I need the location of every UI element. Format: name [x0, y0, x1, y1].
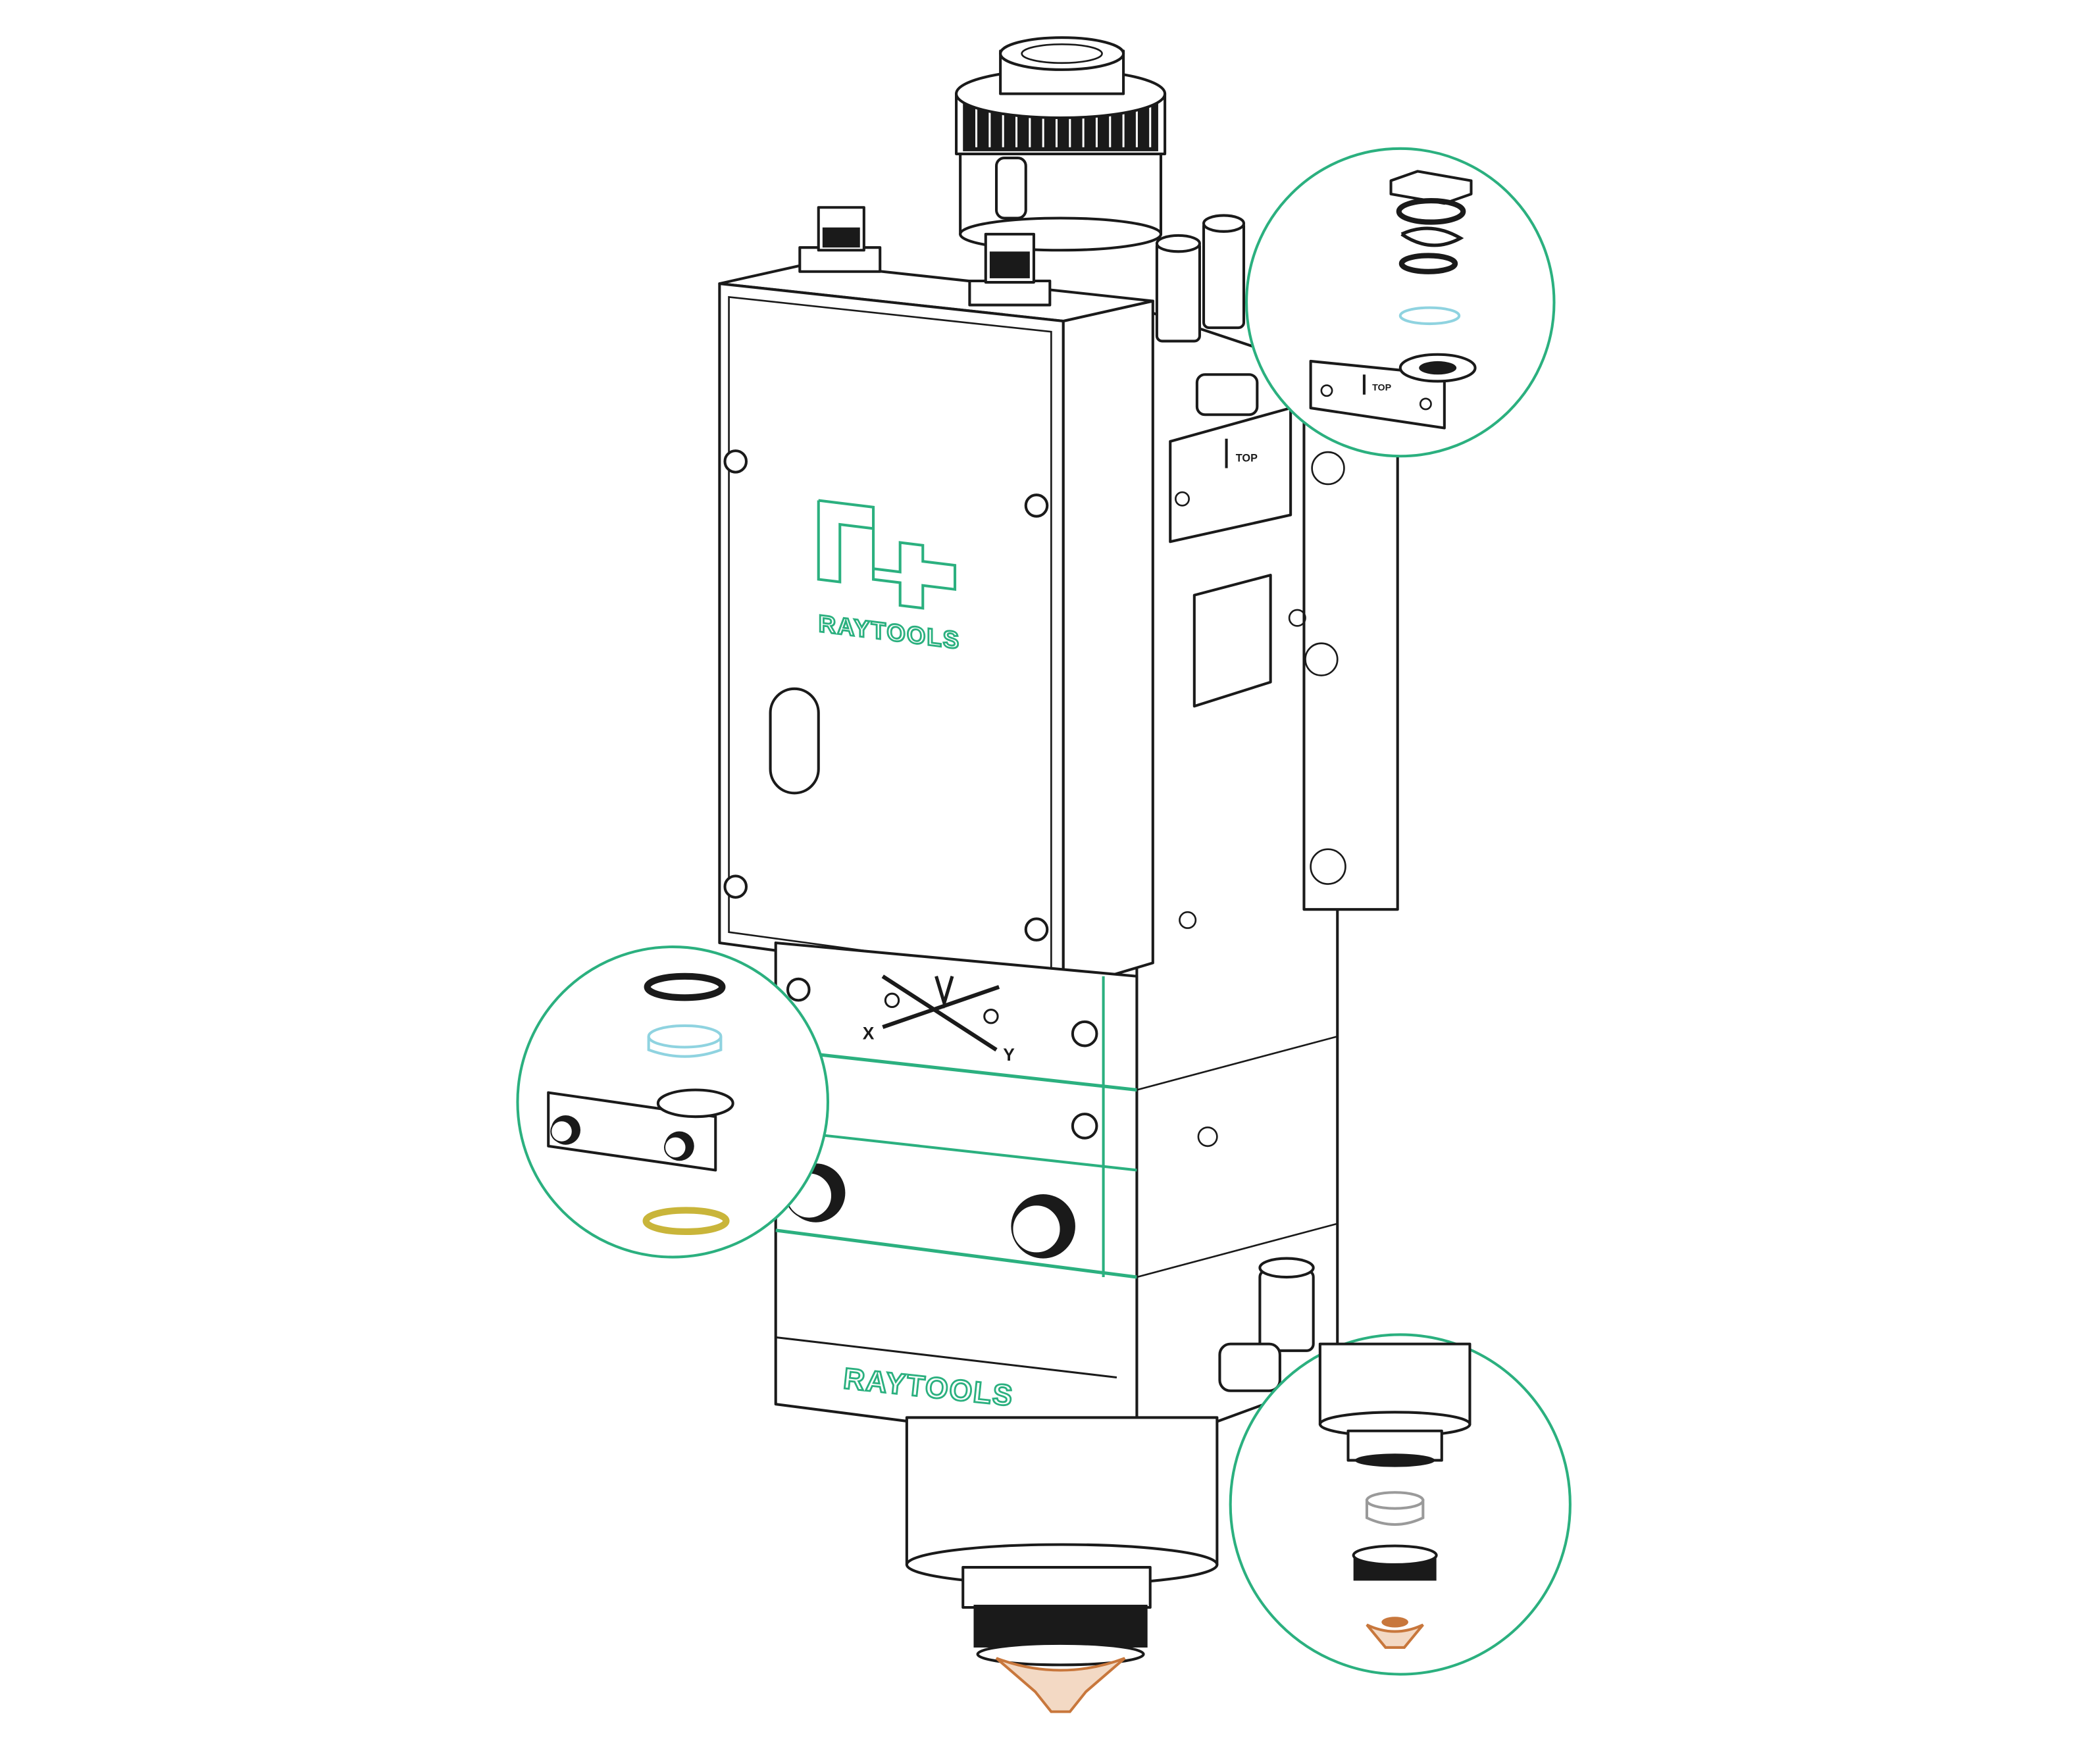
- detail-copper-nozzle: [1366, 1623, 1424, 1649]
- screw: [723, 449, 748, 474]
- seal-ring: [642, 1207, 730, 1236]
- axis-x-label: X: [863, 1023, 875, 1043]
- lower-body: X Y RAYTOOLS: [774, 941, 1338, 1453]
- detail-callout-collimating-lens: [516, 945, 829, 1259]
- screw: [1024, 917, 1049, 942]
- detail-callout-protective-window: TOP: [1245, 147, 1556, 458]
- side-body: TOP: [1135, 306, 1399, 1453]
- screw: [723, 874, 748, 899]
- top-label: TOP: [1236, 452, 1258, 464]
- screw: [1024, 493, 1049, 518]
- connector-center: [968, 232, 1052, 307]
- collimator-module: [955, 36, 1167, 252]
- detail-top-label: TOP: [1372, 383, 1391, 393]
- copper-nozzle: [995, 1657, 1126, 1713]
- top-arrow-mark: TOP: [1225, 438, 1258, 468]
- protective-lens: [1398, 306, 1461, 326]
- control-box: RAYTOOLS: [718, 206, 1259, 992]
- inspection-slot: [769, 687, 820, 795]
- nozzle-assembly: [905, 1416, 1219, 1713]
- xy-axis-mark: [881, 974, 1000, 1052]
- air-fittings-top: [1155, 214, 1259, 416]
- air-fitting-lower: [1218, 1257, 1315, 1392]
- connector-left: [798, 206, 882, 273]
- detail-callout-nozzle: [1229, 1333, 1572, 1676]
- axis-y-label: Y: [1003, 1045, 1015, 1065]
